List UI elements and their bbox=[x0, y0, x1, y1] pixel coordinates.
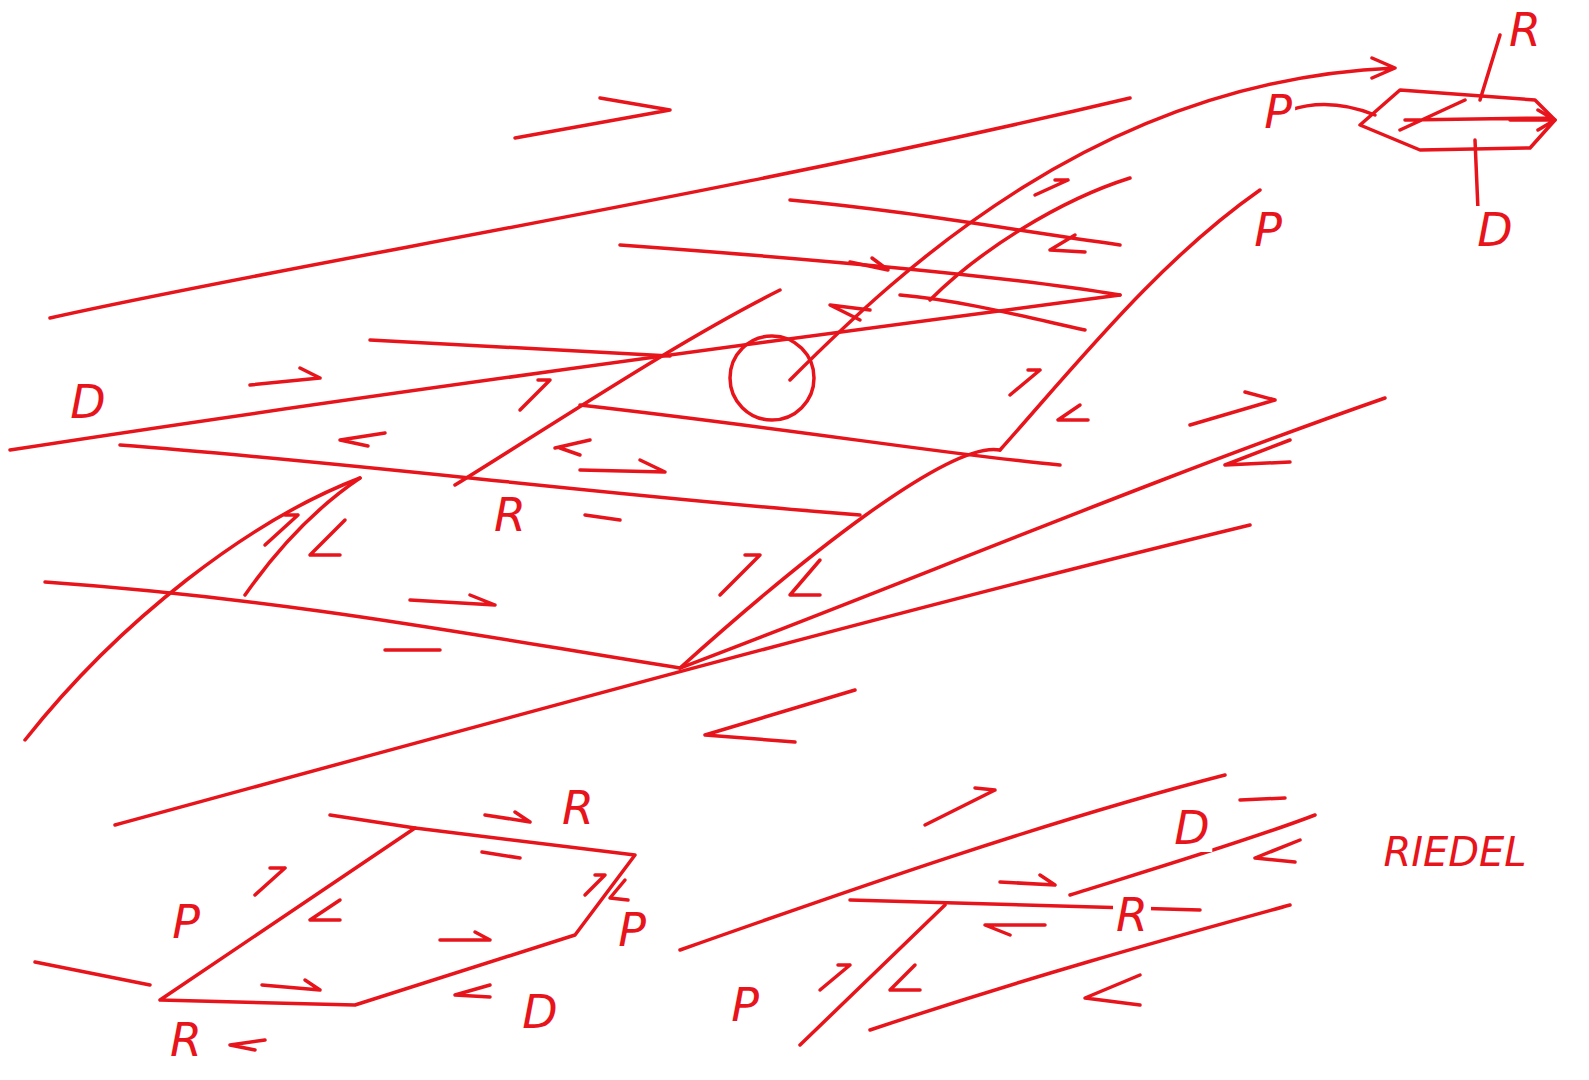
shear-label: R bbox=[167, 1016, 205, 1064]
shear-label: P bbox=[728, 981, 762, 1029]
shear-label: D bbox=[67, 378, 108, 426]
shear-label: R bbox=[559, 784, 597, 832]
shear-label: D bbox=[1171, 804, 1212, 852]
shear-label: R bbox=[1113, 891, 1151, 939]
shear-label: P bbox=[615, 906, 649, 954]
shear-label: RIEDEL bbox=[1380, 831, 1529, 873]
shear-label: P bbox=[1251, 206, 1285, 254]
shear-label: D bbox=[1474, 206, 1515, 254]
shear-label: P bbox=[1261, 88, 1295, 136]
shear-label: P bbox=[169, 898, 203, 946]
shear-label: D bbox=[519, 988, 560, 1036]
shear-label: R bbox=[491, 491, 529, 539]
shear-label: R bbox=[1506, 6, 1544, 54]
